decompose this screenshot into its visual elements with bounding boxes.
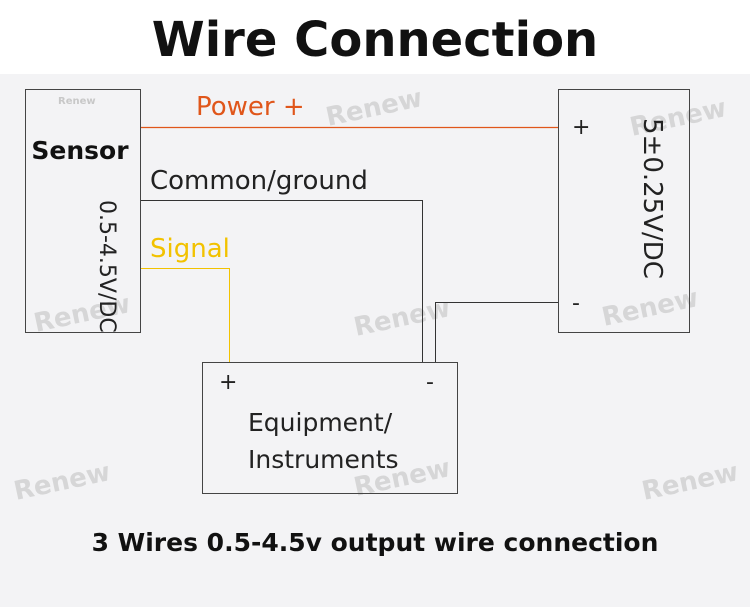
watermark: Renew <box>639 457 741 507</box>
power-supply-voltage: 5±0.25V/DC <box>637 118 667 279</box>
page-title: Wire Connection <box>0 0 750 74</box>
signal-wire-label: Signal <box>150 234 230 264</box>
equipment-minus-terminal: - <box>426 370 434 395</box>
diagram-panel <box>0 74 750 607</box>
diagram-caption: 3 Wires 0.5-4.5v output wire connection <box>91 528 659 557</box>
sensor-label: Sensor <box>31 136 129 165</box>
sensor-output-range: 0.5-4.5V/DC <box>94 200 119 333</box>
watermark: Renew <box>599 283 701 333</box>
equipment-label-line2: Instruments <box>248 445 399 474</box>
watermark: Renew <box>11 457 113 507</box>
common-ground-wire <box>141 200 423 362</box>
equipment-label-line1: Equipment/ <box>248 408 393 437</box>
sensor-box <box>25 89 141 333</box>
power-wire-label: Power + <box>196 92 305 122</box>
common-wire-label: Common/ground <box>150 166 368 196</box>
power-supply-plus-terminal: + <box>572 115 590 140</box>
power-supply-box <box>558 89 690 333</box>
watermark: Renew <box>323 83 425 133</box>
signal-wire <box>141 268 230 362</box>
power-supply-negative-wire <box>435 302 558 362</box>
equipment-box <box>202 362 458 494</box>
equipment-plus-terminal: + <box>219 370 237 395</box>
watermark: Renew <box>351 293 453 343</box>
power-supply-minus-terminal: - <box>572 291 580 316</box>
watermark: Renew <box>58 96 96 107</box>
